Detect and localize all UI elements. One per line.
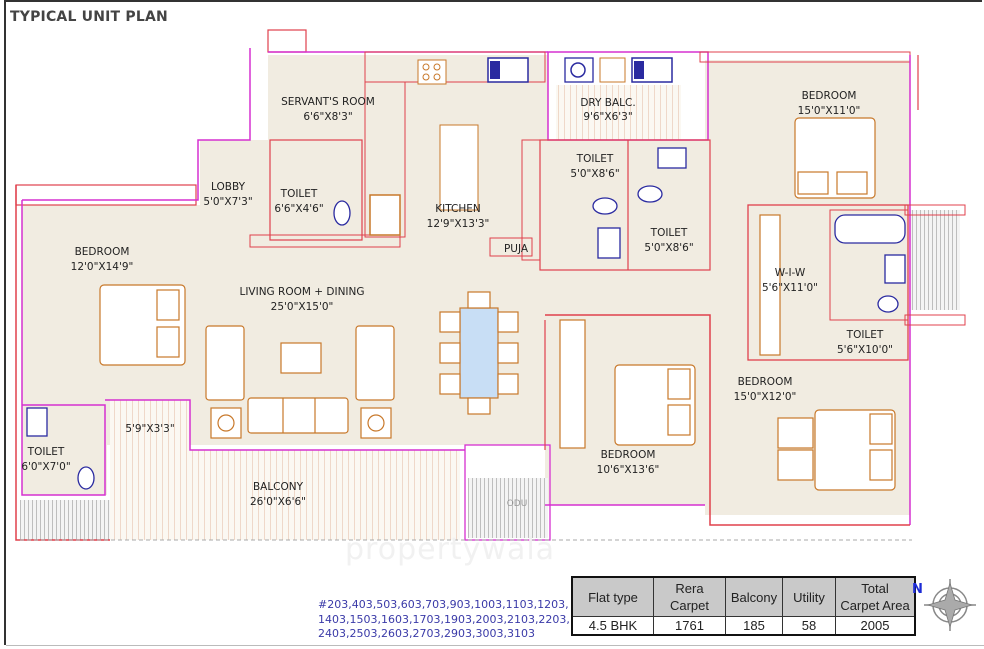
svg-text:12'9"X13'3": 12'9"X13'3" (427, 218, 490, 230)
watermark: propertywala (345, 532, 556, 567)
room-label-small-balcony: 5'9"X3'3" (125, 423, 174, 435)
svg-text:5'6"X10'0": 5'6"X10'0" (837, 344, 893, 356)
room-label-living-dining: LIVING ROOM + DINING (239, 286, 364, 298)
svg-text:15'0"X12'0": 15'0"X12'0" (734, 391, 797, 403)
room-label-odu: ODU (507, 499, 528, 509)
plan-frame (4, 0, 982, 645)
cell-flat-type: 4.5 BHK (571, 616, 654, 636)
cell-total-carpet-area: 2005 (835, 616, 916, 636)
header-utility: Utility (782, 576, 836, 617)
furniture (99, 117, 896, 491)
svg-text:15'0"X11'0": 15'0"X11'0" (798, 105, 861, 117)
svg-text:6'6"X8'3": 6'6"X8'3" (303, 111, 352, 123)
svg-text:26'0"X6'6": 26'0"X6'6" (250, 496, 306, 508)
room-label-toilet-center-1: TOILET (576, 153, 614, 165)
dry-balcony-hatch (556, 85, 681, 140)
balcony-hatch (110, 450, 460, 540)
room-label-dry-balcony: DRY BALC. (580, 97, 635, 109)
svg-text:5'0"X8'6": 5'0"X8'6" (570, 168, 619, 180)
unit-numbers-line: 2403,2503,2603,2703,2903,3003,3103 (318, 627, 535, 640)
room-label-puja: PUJA (504, 243, 529, 255)
svg-text:10'6"X13'6": 10'6"X13'6" (597, 464, 660, 476)
header-balcony: Balcony (725, 576, 783, 617)
cell-utility: 58 (782, 616, 836, 636)
room-label-wiw: W-I-W (775, 267, 806, 279)
room-label-bedroom-right: BEDROOM (738, 376, 793, 388)
svg-text:5'6"X11'0": 5'6"X11'0" (762, 282, 818, 294)
duct-hatch (20, 500, 110, 540)
room-label-toilet-center-2: TOILET (650, 227, 688, 239)
room-label-bedroom-top-right: BEDROOM (802, 90, 857, 102)
svg-text:5'0"X8'6": 5'0"X8'6" (644, 242, 693, 254)
room-label-servants-room: SERVANT'S ROOM (281, 96, 375, 108)
room-label-toilet-servant: TOILET (280, 188, 318, 200)
header-flat-type: Flat type (571, 576, 654, 617)
room-label-kitchen: KITCHEN (435, 203, 481, 215)
north-label: N (912, 582, 923, 597)
unit-numbers-line: 1403,1503,1603,1703,1903,2003,2103,2203, (318, 612, 570, 626)
page-title: TYPICAL UNIT PLAN (10, 9, 168, 25)
duct-hatch (910, 210, 960, 310)
svg-text:6'0"X7'0": 6'0"X7'0" (21, 461, 70, 473)
room-label-bedroom-center: BEDROOM (601, 449, 656, 461)
room-label-balcony: BALCONY (253, 481, 304, 493)
room-label-bedroom-left: BEDROOM (75, 246, 130, 258)
room-labels: SERVANT'S ROOM 6'6"X8'3" KITCHEN 12'9"X1… (21, 90, 893, 509)
room-label-lobby: LOBBY (211, 181, 246, 193)
svg-text:9'6"X6'3": 9'6"X6'3" (583, 111, 632, 123)
room-label-toilet-right: TOILET (846, 329, 884, 341)
svg-text:25'0"X15'0": 25'0"X15'0" (271, 301, 334, 313)
kitchen-fixtures (369, 57, 673, 236)
area-table-row: 4.5 BHK 1761 185 58 2005 (571, 616, 916, 636)
svg-text:12'0"X14'9": 12'0"X14'9" (71, 261, 134, 273)
unit-numbers-line: #203,403,503,603,703,903,1003,1103,1203, (318, 598, 569, 611)
unit-numbers: #203,403,503,603,703,903,1003,1103,1203,… (318, 598, 578, 642)
toilet-fixtures (26, 147, 906, 490)
room-label-toilet-left: TOILET (27, 446, 65, 458)
divider (6, 645, 984, 646)
svg-text:5'0"X7'3": 5'0"X7'3" (203, 196, 252, 208)
svg-text:6'6"X4'6": 6'6"X4'6" (274, 203, 323, 215)
walls (15, 29, 966, 541)
cell-balcony: 185 (725, 616, 783, 636)
duct-hatch (468, 478, 548, 538)
cell-rera-carpet: 1761 (653, 616, 726, 636)
compass-rose-icon (924, 579, 976, 631)
